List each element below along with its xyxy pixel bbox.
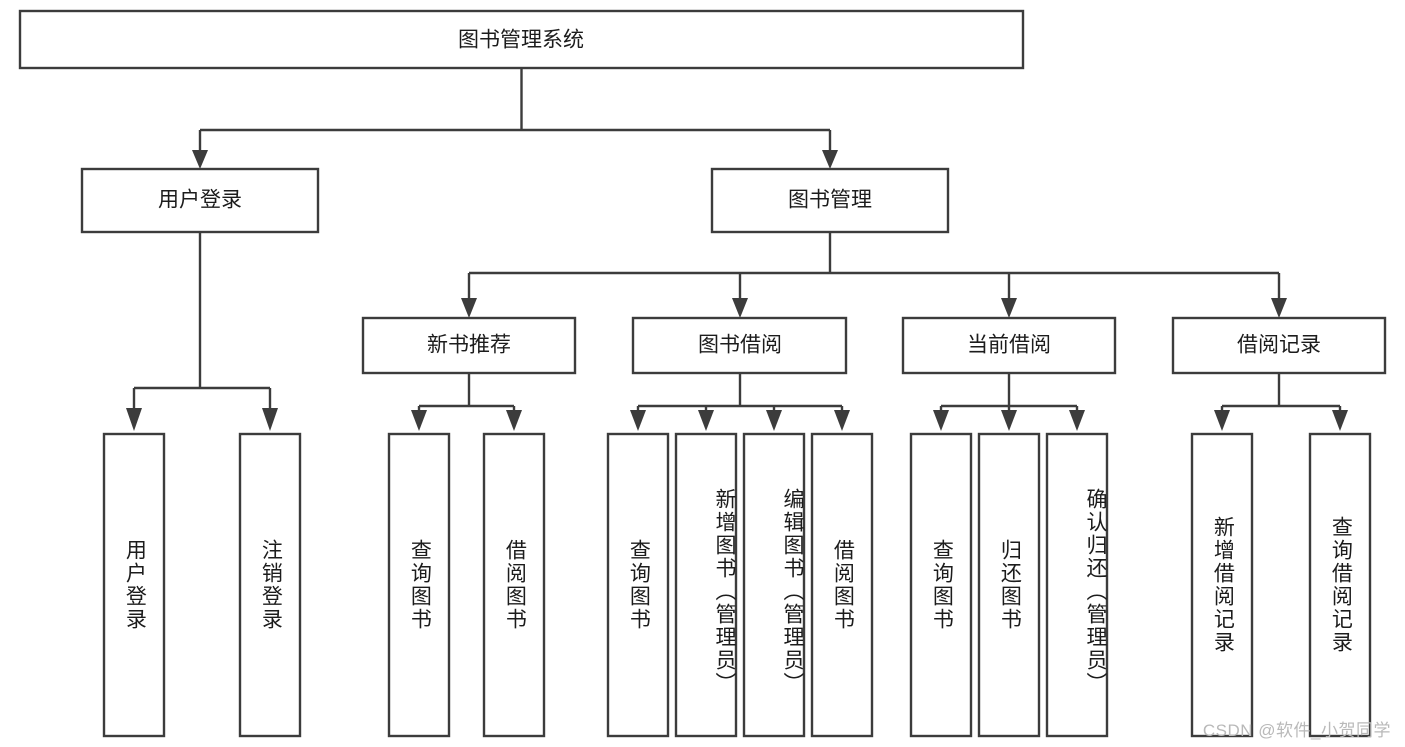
connector-group-borrow: [630, 373, 850, 431]
watermark: CSDN @软件_小贺同学: [1202, 721, 1391, 740]
arrow-head-book-mgmt-c1: [461, 298, 477, 318]
node-box-leaf-logout[interactable]: [238, 432, 302, 738]
arrow-head-book-mgmt-c3: [1001, 298, 1017, 318]
arrow-head-borrow-leaf-1: [630, 410, 646, 431]
arrow-head-root-to-user-login: [192, 150, 208, 169]
arrow-head-new-book-leaf-2: [506, 410, 522, 431]
node-box-book-management[interactable]: [710, 167, 950, 234]
label-book-management: 图书管理: [788, 189, 872, 212]
arrow-head-root-to-book-mgmt: [822, 150, 838, 169]
arrow-head-book-mgmt-c2: [732, 298, 748, 318]
node-box-leaf-add-borrow-record[interactable]: [1190, 432, 1254, 738]
node-box-user-login[interactable]: [80, 167, 320, 234]
connector-group-book-mgmt: [461, 232, 1287, 318]
node-box-leaf-add-book-admin[interactable]: [674, 432, 738, 738]
label-borrow-record: 借阅记录: [1237, 334, 1321, 357]
node-box-book-borrow[interactable]: [631, 316, 848, 375]
connector-group-root: [192, 68, 838, 169]
node-boxes: [18, 9, 1387, 738]
connector-group-user-login: [126, 232, 278, 431]
arrow-head-borrow-leaf-4: [834, 410, 850, 431]
arrow-head-borrow-leaf-3: [766, 410, 782, 431]
arrow-head-new-book-leaf-1: [411, 410, 427, 431]
node-box-root[interactable]: [18, 9, 1025, 70]
node-box-leaf-borrow-book-1[interactable]: [482, 432, 546, 738]
node-box-leaf-query-borrow-record[interactable]: [1308, 432, 1372, 738]
arrow-head-user-login-leaf-2: [262, 408, 278, 431]
node-box-leaf-confirm-return-admin[interactable]: [1045, 432, 1109, 738]
node-box-leaf-user-login[interactable]: [102, 432, 166, 738]
label-book-borrow: 图书借阅: [698, 334, 782, 357]
node-box-leaf-query-book-2[interactable]: [606, 432, 670, 738]
label-current-borrow: 当前借阅: [967, 334, 1051, 357]
node-box-borrow-record[interactable]: [1171, 316, 1387, 375]
node-box-new-book-recommend[interactable]: [361, 316, 577, 375]
connector-group-new-book: [411, 373, 522, 431]
arrow-head-user-login-leaf-1: [126, 408, 142, 431]
node-box-leaf-query-book-3[interactable]: [909, 432, 973, 738]
connector-group-current-borrow: [933, 373, 1085, 431]
node-box-current-borrow[interactable]: [901, 316, 1117, 375]
arrow-head-book-mgmt-c4: [1271, 298, 1287, 318]
node-box-leaf-edit-book-admin[interactable]: [742, 432, 806, 738]
arrow-head-current-borrow-leaf-1: [933, 410, 949, 431]
connector-group-borrow-record: [1214, 373, 1348, 431]
arrow-head-current-borrow-leaf-2: [1001, 410, 1017, 431]
node-box-leaf-query-book-1[interactable]: [387, 432, 451, 738]
label-new-book-recommend: 新书推荐: [427, 334, 511, 357]
label-user-login: 用户登录: [158, 189, 242, 212]
arrow-head-borrow-record-leaf-2: [1332, 410, 1348, 431]
node-box-leaf-borrow-book-2[interactable]: [810, 432, 874, 738]
arrow-head-current-borrow-leaf-3: [1069, 410, 1085, 431]
arrow-head-borrow-leaf-2: [698, 410, 714, 431]
node-box-leaf-return-book[interactable]: [977, 432, 1041, 738]
label-root: 图书管理系统: [458, 29, 584, 52]
arrow-head-borrow-record-leaf-1: [1214, 410, 1230, 431]
